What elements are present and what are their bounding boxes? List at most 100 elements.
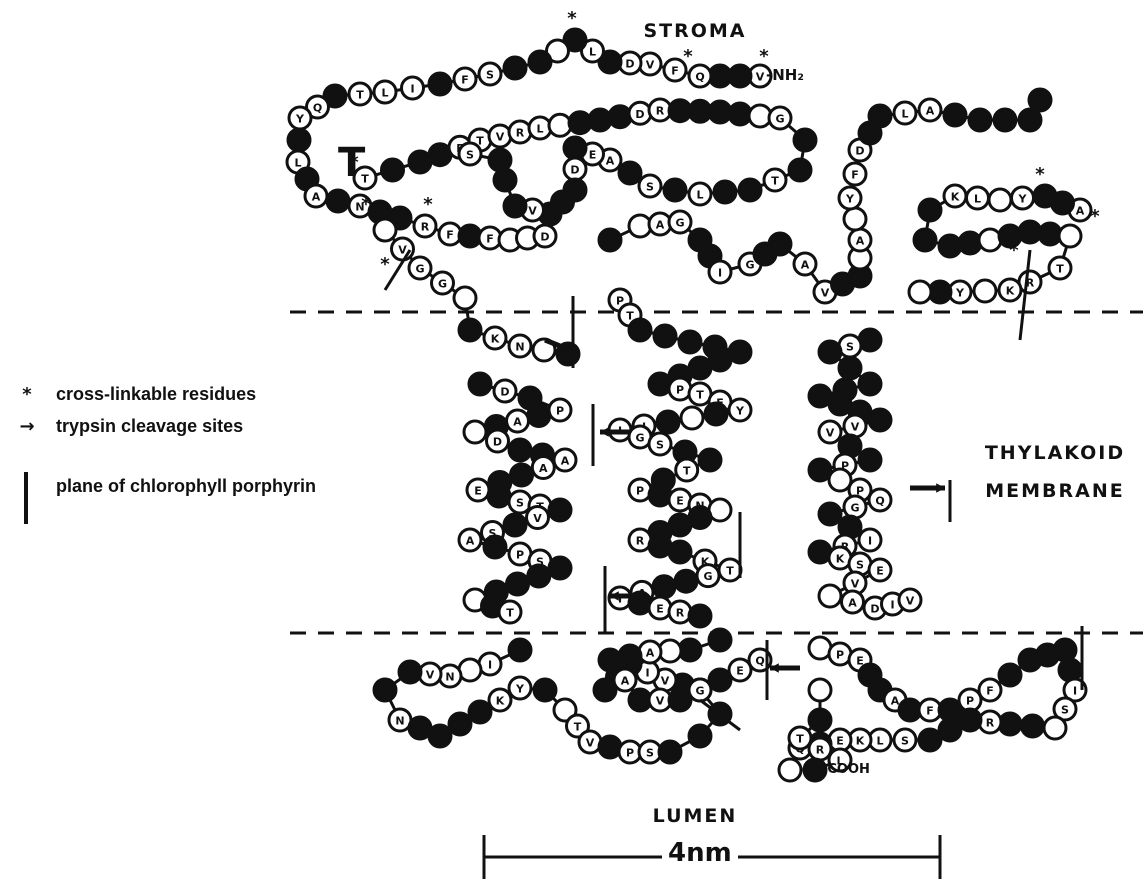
residue-letter: V [586, 737, 595, 750]
residue-letter: S [466, 149, 474, 162]
residue-filled [869, 105, 891, 127]
residue-letter: S [486, 69, 494, 82]
residue-filled [649, 484, 671, 506]
arrow-right-icon: → [12, 416, 42, 437]
residue-letter: F [486, 233, 494, 246]
residue-filled [809, 459, 831, 481]
residue-letter: V [756, 71, 765, 84]
residue-letter: V [906, 595, 915, 608]
residue-letter: P [636, 485, 644, 498]
residue-filled [859, 449, 881, 471]
residue-filled [629, 319, 651, 341]
residue-filled [1022, 715, 1044, 737]
residue-letter: A [856, 235, 865, 248]
residue-filled [509, 439, 531, 461]
residue-letter: R [676, 607, 685, 620]
residue-filled [504, 195, 526, 217]
residue-letter: A [466, 535, 475, 548]
residue-filled [374, 679, 396, 701]
residue-filled [994, 109, 1016, 131]
residue-letter: D [570, 164, 579, 177]
residue-letter: G [438, 278, 447, 291]
residue-letter: A [561, 455, 570, 468]
residue-letter: P [676, 384, 684, 397]
residue-filled [599, 649, 621, 671]
residue-letter: E [656, 603, 664, 616]
residue-letter: P [626, 747, 634, 760]
asterisk-icon: * [1090, 206, 1100, 227]
residue-filled [689, 605, 711, 627]
residue-filled [859, 373, 881, 395]
residue-filled [739, 179, 761, 201]
residue-open [979, 229, 1001, 251]
residue-open [844, 208, 866, 230]
residue-letter: I [410, 83, 414, 96]
residue-filled [1034, 185, 1056, 207]
residue-open [1044, 717, 1066, 739]
residue-letter: D [870, 603, 879, 616]
residue-letter: I [718, 267, 722, 280]
residue-letter: T [683, 465, 691, 478]
residue-filled [839, 357, 861, 379]
asterisk-icon: * [567, 8, 577, 29]
residue-letter: K [856, 735, 865, 748]
residue-filled [1054, 639, 1076, 661]
residue-letter: A [513, 416, 522, 429]
residue-letter: E [836, 735, 844, 748]
residue-letter: D [500, 386, 509, 399]
residue-letter: Y [955, 287, 965, 300]
residue-filled [399, 661, 421, 683]
asterisk-icon: * [612, 50, 622, 71]
residue-letter: L [974, 193, 981, 206]
residue-open [1059, 225, 1081, 247]
residue-letter: L [876, 735, 883, 748]
residue-filled [939, 235, 961, 257]
residue-filled [679, 331, 701, 353]
residue-filled [669, 689, 691, 711]
residue-letter: G [635, 432, 644, 445]
vertical-bar-icon [12, 472, 42, 524]
residue-letter: Q [875, 495, 884, 508]
residue-filled [1019, 109, 1041, 131]
c-terminus-label: -COOH [822, 762, 870, 777]
n-terminus-label: -NH₂ [766, 66, 804, 84]
porphyrin-plane-bar [1020, 250, 1030, 340]
residue-letter: F [671, 65, 679, 78]
residue-letter: E [876, 565, 884, 578]
residue-filled [534, 679, 556, 701]
asterisk-icon: * [12, 384, 42, 405]
residue-filled [1029, 89, 1051, 111]
residue-filled [999, 664, 1021, 686]
residue-filled [944, 104, 966, 126]
residue-letter: Y [845, 193, 855, 206]
asterisk-icon: * [361, 194, 371, 215]
residue-filled [594, 679, 616, 701]
residue-letter: D [625, 58, 634, 71]
residue-filled [714, 181, 736, 203]
residue-filled [469, 373, 491, 395]
legend-trypsin-text: trypsin cleavage sites [56, 416, 243, 437]
residue-letter: T [356, 89, 364, 102]
residue-filled [959, 709, 981, 731]
asterisk-icon: * [1035, 164, 1045, 185]
residue-open [549, 114, 571, 136]
membrane-label-line1: THYLAKOID [972, 440, 1138, 466]
trypsin-arrow-head [600, 427, 609, 437]
residue-letter: T [696, 389, 704, 402]
residue-filled [609, 106, 631, 128]
residue-filled [504, 514, 526, 536]
residue-letter: I [868, 535, 872, 548]
residue-letter: P [836, 649, 844, 662]
residue-letter: E [589, 149, 597, 162]
residue-letter: L [901, 108, 908, 121]
legend-plane: plane of chlorophyll porphyrin [12, 472, 316, 524]
residue-filled [939, 719, 961, 741]
residue-letter: G [775, 113, 784, 126]
residue-letter: A [1076, 205, 1085, 218]
asterisk-icon: * [1009, 240, 1019, 261]
lumen-label: LUMEN [620, 803, 770, 829]
residue-open [829, 469, 851, 491]
residue-letter: V [851, 421, 860, 434]
residue-filled [504, 57, 526, 79]
residue-letter: V [496, 131, 505, 144]
